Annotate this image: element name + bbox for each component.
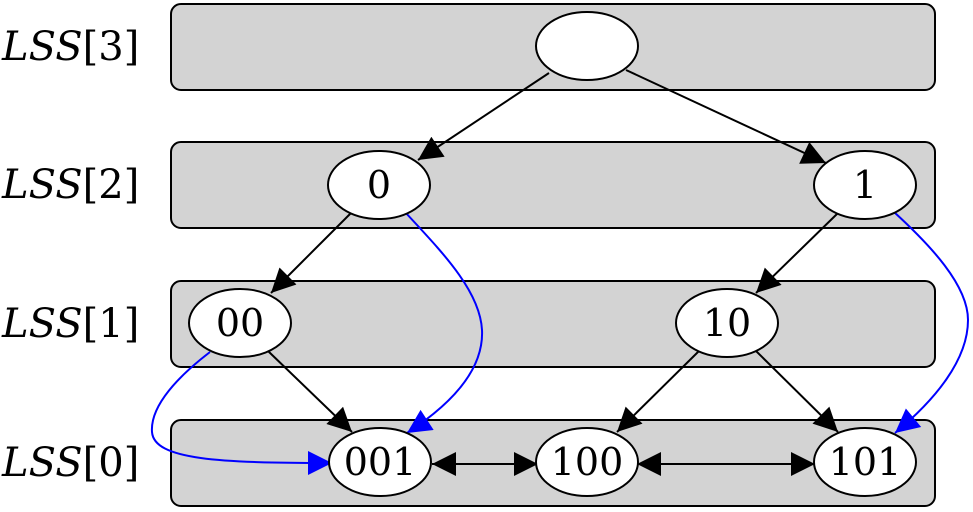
level-label-lss1: LSS[1] <box>1 301 139 347</box>
level-label-lss0: LSS[0] <box>1 440 139 486</box>
edge-10-to-101 <box>754 349 839 433</box>
node-root <box>535 11 639 81</box>
blue-edge-1-to-101 <box>893 211 970 434</box>
node-1: 1 <box>813 150 917 220</box>
node-label-001: 001 <box>344 440 417 484</box>
blue-edge-00-to-001 <box>150 351 333 475</box>
node-00: 00 <box>188 288 292 358</box>
node-101: 101 <box>813 427 917 497</box>
node-0: 0 <box>327 150 431 220</box>
node-label-101: 101 <box>829 440 902 484</box>
level-label-lss2: LSS[2] <box>1 162 139 208</box>
edge-root-to-0 <box>417 72 550 161</box>
node-label-00: 00 <box>216 301 264 345</box>
blue-edge-0-to-001 <box>404 211 484 434</box>
edge-10-to-100 <box>616 349 701 433</box>
edge-root-to-1 <box>625 69 827 164</box>
node-label-0: 0 <box>367 163 391 207</box>
node-label-1: 1 <box>853 163 877 207</box>
node-001: 001 <box>328 427 432 497</box>
level-label-lss3: LSS[3] <box>1 24 139 70</box>
node-label-10: 10 <box>703 301 751 345</box>
edge-1-to-10 <box>755 212 839 294</box>
node-100: 100 <box>535 427 639 497</box>
node-10: 10 <box>675 288 779 358</box>
edge-00-to-001 <box>267 350 353 433</box>
node-label-100: 100 <box>551 440 624 484</box>
edge-0-to-00 <box>270 211 353 294</box>
